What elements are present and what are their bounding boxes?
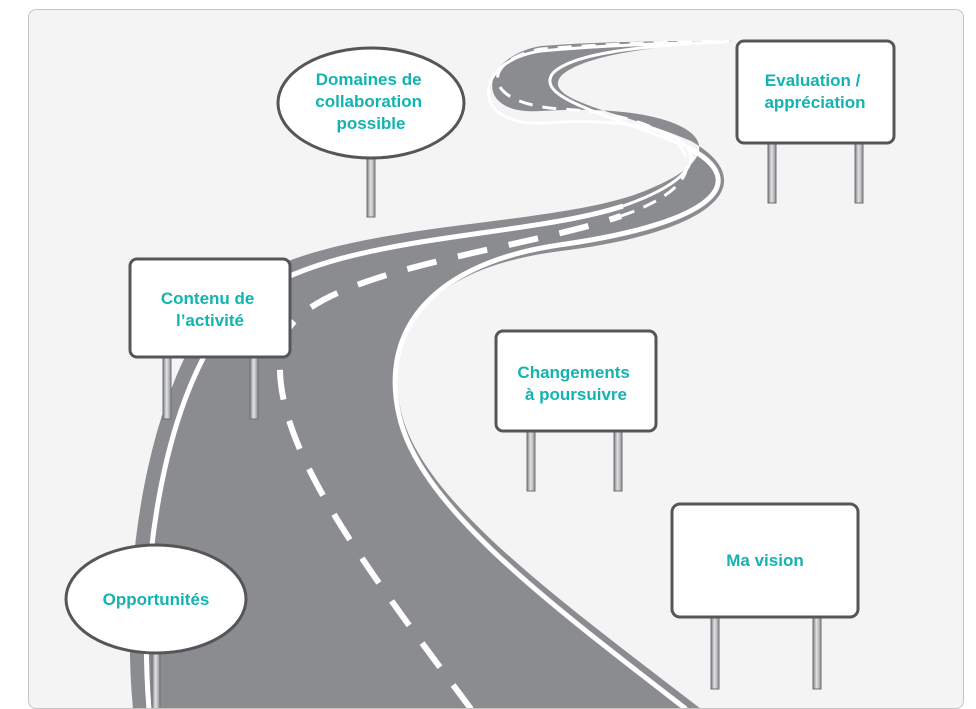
sign-post-left: [710, 612, 720, 690]
sign-label: Contenu de l’activité: [161, 289, 259, 330]
sign-label: Ma vision: [726, 551, 803, 570]
sign-domaines-collaboration: Domaines de collaboration possible: [276, 46, 466, 218]
sign-post: [151, 648, 161, 708]
sign-board: [128, 257, 292, 359]
road-diagram: Domaines de collaboration possible Evalu…: [64, 39, 896, 708]
sign-post-left: [526, 426, 536, 492]
road-surface: [129, 41, 733, 708]
sign-contenu: Contenu de l’activité: [128, 257, 292, 420]
road-right-edge-line: [392, 144, 721, 708]
sign-post-right: [812, 612, 822, 690]
road-right-edge-line-upper: [548, 40, 722, 149]
sign-post-left: [162, 352, 172, 420]
sign-evaluation: Evaluation / appréciation: [735, 39, 896, 204]
sign-board: [670, 502, 860, 619]
sign-label: Changements à poursuivre: [517, 363, 634, 404]
oval-sign-board: [276, 46, 466, 160]
diagram-frame: Domaines de collaboration possible Evalu…: [28, 9, 964, 709]
sign-opportunites: Opportunités: [64, 543, 248, 708]
sign-post-right: [854, 138, 864, 204]
sign-post-right: [249, 352, 259, 420]
road-center-dash-upper: [496, 39, 730, 218]
oval-sign-board: [64, 543, 248, 655]
sign-changements: Changements à poursuivre: [494, 329, 658, 492]
sign-post-left: [767, 138, 777, 204]
sign-label: Domaines de collaboration possible: [315, 70, 426, 133]
sign-board: [735, 39, 896, 145]
sign-board: [494, 329, 658, 433]
road-left-edge-line-upper: [487, 40, 727, 208]
sign-label: Opportunités: [103, 590, 210, 609]
sign-ma-vision: Ma vision: [670, 502, 860, 690]
sign-post: [366, 150, 376, 218]
sign-post-right: [613, 426, 623, 492]
sign-label: Evaluation / appréciation: [764, 71, 865, 112]
